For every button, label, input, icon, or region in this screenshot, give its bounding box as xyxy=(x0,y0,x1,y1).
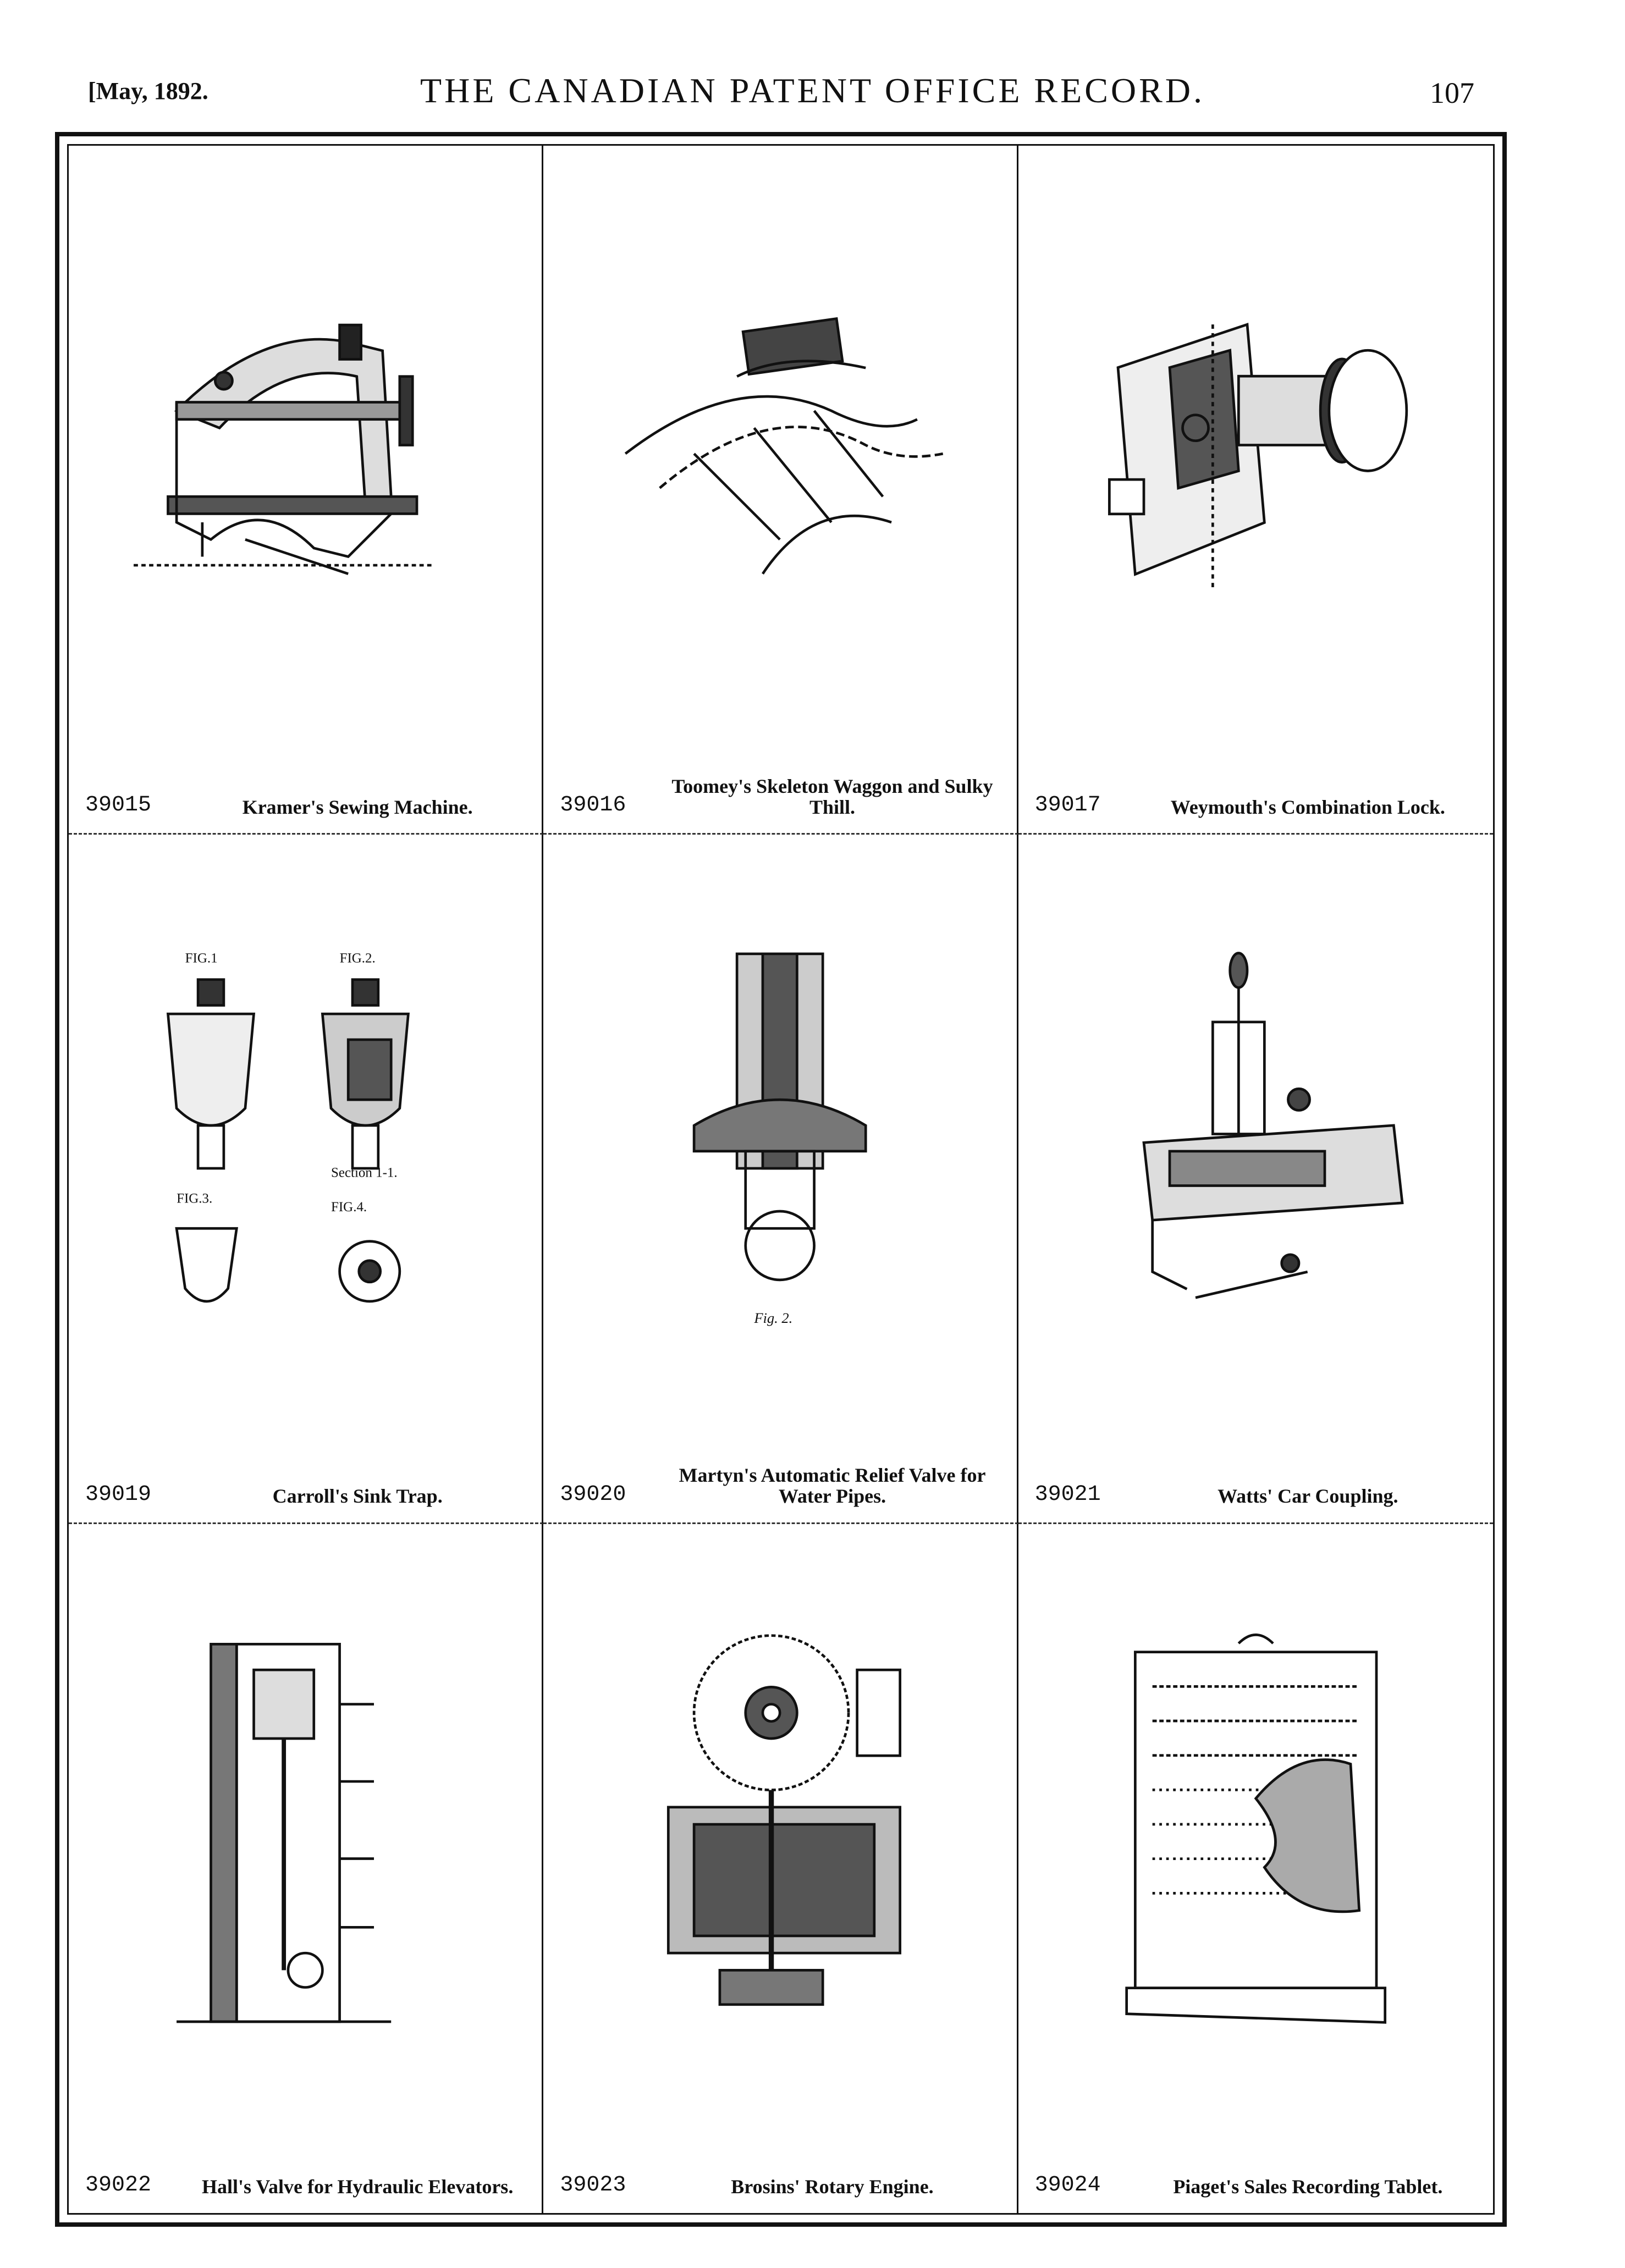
patent-number: 39024 xyxy=(1034,2173,1101,2198)
patent-title: Carroll's Sink Trap. xyxy=(272,1485,443,1507)
car-coupling-drawing xyxy=(1040,857,1471,1428)
patent-cell: FIG.1 FIG.2. Section 1-1. FIG.3. FIG.4. xyxy=(69,835,544,1524)
publication-title: THE CANADIAN PATENT OFFICE RECORD. xyxy=(420,71,1205,110)
patent-number: 39019 xyxy=(85,1482,152,1507)
patent-caption: 39021 Watts' Car Coupling. xyxy=(1035,1450,1477,1510)
fig-label: FIG.1 xyxy=(185,951,218,966)
fig-label: FIG.4. xyxy=(331,1200,367,1215)
patent-number: 39016 xyxy=(560,793,626,818)
patent-cell: 39024 Piaget's Sales Recording Tablet. xyxy=(1018,1524,1493,2213)
patent-grid: 39015 Kramer's Sewing Machine. xyxy=(69,146,1493,2213)
patent-title: Watts' Car Coupling. xyxy=(1218,1485,1398,1507)
patent-caption: 39017 Weymouth's Combination Lock. xyxy=(1035,760,1477,821)
patent-caption: 39022 Hall's Valve for Hydraulic Elevato… xyxy=(85,2140,525,2201)
patent-cell: 39023 Brosins' Rotary Engine. xyxy=(543,1524,1018,2213)
sink-trap-drawing: FIG.1 FIG.2. Section 1-1. FIG.3. FIG.4. xyxy=(91,857,520,1428)
hydraulic-elevator-drawing xyxy=(91,1546,520,2120)
patent-caption: 39019 Carroll's Sink Trap. xyxy=(85,1450,525,1510)
patent-caption: 39020 Martyn's Automatic Relief Valve fo… xyxy=(560,1450,1000,1510)
rotary-engine-drawing xyxy=(565,1546,994,2120)
patent-cell: 39016 Toomey's Skeleton Waggon and Sulky… xyxy=(543,146,1018,835)
patent-plate-frame: 39015 Kramer's Sewing Machine. xyxy=(55,132,1507,2227)
patent-cell: 39015 Kramer's Sewing Machine. xyxy=(69,146,544,835)
sewing-machine-drawing xyxy=(91,168,520,740)
issue-date: [May, 1892. xyxy=(88,78,208,104)
patent-number: 39023 xyxy=(560,2173,626,2198)
patent-number: 39015 xyxy=(85,793,152,818)
patent-caption: 39023 Brosins' Rotary Engine. xyxy=(560,2140,1000,2201)
sales-tablet-drawing xyxy=(1040,1546,1471,2120)
patent-title: Hall's Valve for Hydraulic Elevators. xyxy=(201,2176,514,2198)
patent-title: Toomey's Skeleton Waggon and Sulky Thill… xyxy=(671,775,993,818)
page-header: [May, 1892. THE CANADIAN PATENT OFFICE R… xyxy=(0,0,1625,126)
relief-valve-drawing: Fig. 2. xyxy=(565,857,994,1428)
patent-title: Weymouth's Combination Lock. xyxy=(1170,796,1445,818)
patent-title: Martyn's Automatic Relief Valve for Wate… xyxy=(679,1464,986,1507)
patent-caption: 39015 Kramer's Sewing Machine. xyxy=(85,760,525,821)
patent-title: Piaget's Sales Recording Tablet. xyxy=(1173,2176,1443,2198)
page-number: 107 xyxy=(1430,76,1474,109)
patent-title: Kramer's Sewing Machine. xyxy=(242,796,473,818)
fig-label: Fig. 2. xyxy=(754,1310,793,1326)
patent-caption: 39016 Toomey's Skeleton Waggon and Sulky… xyxy=(560,760,1000,821)
patent-number: 39022 xyxy=(85,2173,152,2198)
patent-cell: 39017 Weymouth's Combination Lock. xyxy=(1018,146,1493,835)
patent-number: 39021 xyxy=(1034,1482,1101,1507)
patent-cell: 39021 Watts' Car Coupling. xyxy=(1018,835,1493,1524)
patent-cell: 39022 Hall's Valve for Hydraulic Elevato… xyxy=(69,1524,544,2213)
patent-number: 39020 xyxy=(560,1482,626,1507)
patent-cell: Fig. 2. 39020 Martyn's Automatic Relief … xyxy=(543,835,1018,1524)
fig-label: FIG.2. xyxy=(340,951,376,966)
fig-label: FIG.3. xyxy=(177,1191,212,1206)
patent-title: Brosins' Rotary Engine. xyxy=(731,2176,934,2198)
patent-number: 39017 xyxy=(1034,793,1101,818)
patent-caption: 39024 Piaget's Sales Recording Tablet. xyxy=(1035,2140,1477,2201)
waggon-thill-drawing xyxy=(565,168,994,740)
combination-lock-drawing xyxy=(1040,168,1471,740)
